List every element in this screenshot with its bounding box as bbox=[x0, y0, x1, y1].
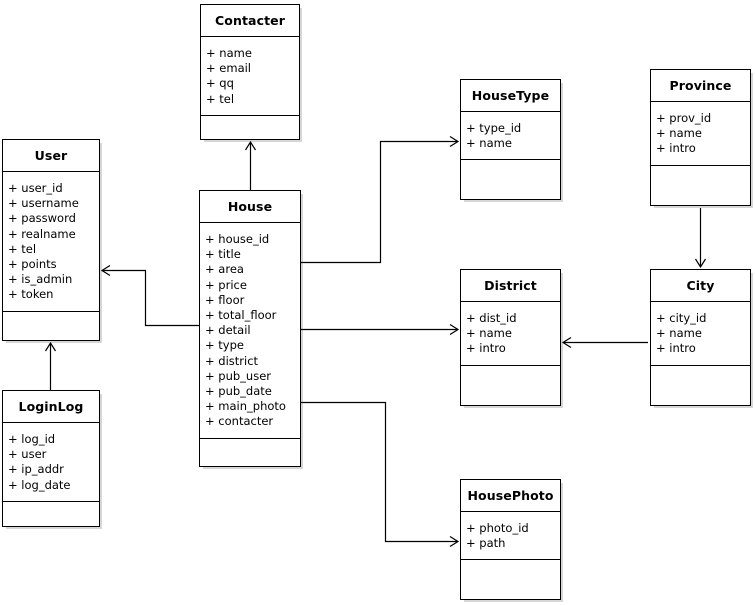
class-attributes-housephoto: + photo_id+ path bbox=[461, 512, 560, 561]
attribute-row: + house_id bbox=[205, 232, 270, 246]
class-operations-city bbox=[651, 366, 750, 384]
class-name-province: Province bbox=[651, 70, 750, 102]
attribute-row: + intro bbox=[656, 341, 696, 356]
class-name-contacter: Contacter bbox=[201, 5, 299, 37]
attribute-row: + tel bbox=[206, 91, 235, 106]
attribute-row: + intro bbox=[656, 141, 696, 156]
attribute-row: + ip_addr bbox=[8, 462, 64, 477]
class-attributes-contacter: + name+ email+ qq+ tel bbox=[201, 37, 299, 116]
attribute-row: + photo_id bbox=[466, 521, 529, 535]
class-box-contacter[interactable]: Contacter+ name+ email+ qq+ tel bbox=[200, 4, 300, 140]
attribute-row: + name bbox=[656, 326, 702, 341]
class-name-housephoto: HousePhoto bbox=[461, 480, 560, 512]
attribute-row: + intro bbox=[466, 341, 506, 356]
class-operations-contacter bbox=[201, 116, 299, 134]
class-name-loginlog: LoginLog bbox=[3, 391, 99, 423]
attribute-row: + type bbox=[205, 338, 244, 353]
relation-province-to-city bbox=[694, 208, 707, 269]
relation-house-to-district bbox=[301, 323, 460, 336]
attribute-row: + points bbox=[8, 257, 57, 272]
relation-house-to-housephoto bbox=[301, 401, 460, 548]
class-name-user: User bbox=[3, 140, 99, 172]
class-operations-housephoto bbox=[461, 560, 560, 578]
attribute-row: + username bbox=[8, 196, 79, 211]
attribute-row: + title bbox=[205, 247, 241, 262]
attribute-row: + log_id bbox=[8, 432, 56, 446]
class-operations-province bbox=[651, 166, 750, 184]
attribute-row: + user_id bbox=[8, 181, 63, 195]
class-box-province[interactable]: Province+ prov_id+ name+ intro bbox=[650, 69, 751, 206]
attribute-row: + tel bbox=[8, 241, 37, 256]
relation-line bbox=[301, 140, 458, 264]
arrowhead-icon bbox=[449, 535, 460, 548]
attribute-row: + type_id bbox=[466, 121, 522, 135]
class-attributes-loginlog: + log_id+ user+ ip_addr+ log_date bbox=[3, 423, 99, 502]
attribute-row: + log_date bbox=[8, 477, 71, 492]
attribute-row: + is_admin bbox=[8, 272, 73, 287]
class-name-city: City bbox=[651, 270, 750, 302]
class-box-district[interactable]: District+ dist_id+ name+ intro bbox=[460, 269, 561, 406]
attribute-row: + path bbox=[466, 536, 506, 551]
attribute-row: + qq bbox=[206, 76, 234, 91]
attribute-row: + pub_user bbox=[205, 368, 272, 383]
relation-house-to-user bbox=[100, 264, 199, 327]
attribute-row: + name bbox=[206, 46, 252, 60]
class-operations-district bbox=[461, 366, 560, 384]
class-attributes-district: + dist_id+ name+ intro bbox=[461, 302, 560, 366]
attribute-row: + password bbox=[8, 211, 76, 226]
attribute-row: + area bbox=[205, 262, 244, 277]
class-attributes-province: + prov_id+ name+ intro bbox=[651, 102, 750, 166]
relation-line bbox=[102, 269, 199, 327]
class-operations-housetype bbox=[461, 160, 560, 178]
arrowhead-icon bbox=[44, 341, 57, 352]
attribute-row: + prov_id bbox=[656, 111, 712, 125]
class-operations-house bbox=[200, 439, 300, 457]
class-name-district: District bbox=[461, 270, 560, 302]
attribute-row: + pub_date bbox=[205, 384, 272, 399]
attribute-row: + user bbox=[8, 447, 47, 462]
relation-loginlog-to-user bbox=[44, 341, 57, 390]
arrowhead-icon bbox=[244, 140, 257, 151]
relation-house-to-contacter bbox=[244, 140, 257, 190]
class-attributes-city: + city_id+ name+ intro bbox=[651, 302, 750, 366]
attribute-row: + token bbox=[8, 287, 54, 302]
attribute-row: + district bbox=[205, 353, 259, 368]
arrowhead-icon bbox=[449, 135, 460, 148]
class-attributes-user: + user_id+ username+ password+ realname+… bbox=[3, 172, 99, 312]
attribute-row: + contacter bbox=[205, 414, 274, 429]
class-name-house: House bbox=[200, 191, 300, 223]
class-operations-loginlog bbox=[3, 502, 99, 520]
attribute-row: + email bbox=[206, 61, 252, 76]
relation-line bbox=[301, 401, 458, 543]
arrowhead-icon bbox=[561, 336, 572, 349]
arrowhead-icon bbox=[449, 323, 460, 336]
class-name-housetype: HouseType bbox=[461, 80, 560, 112]
class-box-loginlog[interactable]: LoginLog+ log_id+ user+ ip_addr+ log_dat… bbox=[2, 390, 100, 527]
attribute-row: + city_id bbox=[656, 311, 707, 325]
attribute-row: + realname bbox=[8, 226, 76, 241]
class-box-user[interactable]: User+ user_id+ username+ password+ realn… bbox=[2, 139, 100, 341]
arrowhead-icon bbox=[100, 264, 111, 277]
attribute-row: + name bbox=[466, 136, 512, 151]
class-attributes-housetype: + type_id+ name bbox=[461, 112, 560, 161]
class-box-housephoto[interactable]: HousePhoto+ photo_id+ path bbox=[460, 479, 561, 600]
arrowhead-icon bbox=[694, 258, 707, 269]
relation-city-to-district bbox=[561, 336, 648, 349]
attribute-row: + price bbox=[205, 277, 247, 292]
attribute-row: + name bbox=[466, 326, 512, 341]
relation-house-to-housetype bbox=[301, 135, 460, 264]
attribute-row: + detail bbox=[205, 323, 251, 338]
class-operations-user bbox=[3, 312, 99, 330]
attribute-row: + dist_id bbox=[466, 311, 517, 325]
class-box-city[interactable]: City+ city_id+ name+ intro bbox=[650, 269, 751, 406]
class-box-housetype[interactable]: HouseType+ type_id+ name bbox=[460, 79, 561, 200]
class-box-house[interactable]: House+ house_id+ title+ area+ price+ flo… bbox=[199, 190, 301, 467]
attribute-row: + main_photo bbox=[205, 399, 286, 414]
attribute-row: + name bbox=[656, 126, 702, 141]
class-attributes-house: + house_id+ title+ area+ price+ floor+ t… bbox=[200, 223, 300, 439]
attribute-row: + total_floor bbox=[205, 308, 277, 323]
attribute-row: + floor bbox=[205, 292, 245, 307]
